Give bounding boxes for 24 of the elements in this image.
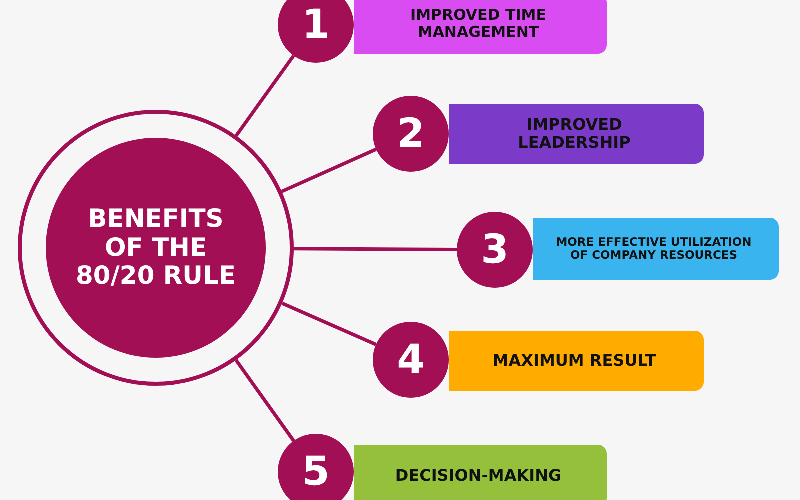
benefit-bar <box>354 445 607 500</box>
outer-ring <box>18 110 294 386</box>
benefit-label: MAXIMUM RESULT <box>492 352 656 370</box>
benefit-label: IMPROVED TIME MANAGEMENT <box>410 6 548 42</box>
center-title: BENEFITS OF THE 80/20 RULE <box>75 204 237 292</box>
number-circle <box>278 0 354 63</box>
connector-line <box>294 247 458 252</box>
connector-line <box>281 148 378 194</box>
benefit-bar <box>533 218 779 280</box>
step-number: 4 <box>397 340 425 380</box>
step-number: 3 <box>481 230 509 270</box>
benefit-bar <box>449 331 704 391</box>
connector-line <box>235 54 296 137</box>
benefit-label: DECISION-MAKING <box>395 466 562 486</box>
benefit-bar <box>354 0 607 54</box>
step-number: 5 <box>302 452 330 492</box>
step-number: 1 <box>302 5 330 45</box>
benefit-bar <box>449 104 704 164</box>
number-circle <box>278 434 354 500</box>
connector-line <box>282 302 377 346</box>
benefit-label: IMPROVED LEADERSHIP <box>517 116 632 152</box>
benefit-label: MORE EFFECTIVE UTILIZATION OF COMPANY RESOURCES <box>555 236 753 262</box>
step-number: 2 <box>397 114 425 154</box>
connector-line <box>234 359 296 442</box>
